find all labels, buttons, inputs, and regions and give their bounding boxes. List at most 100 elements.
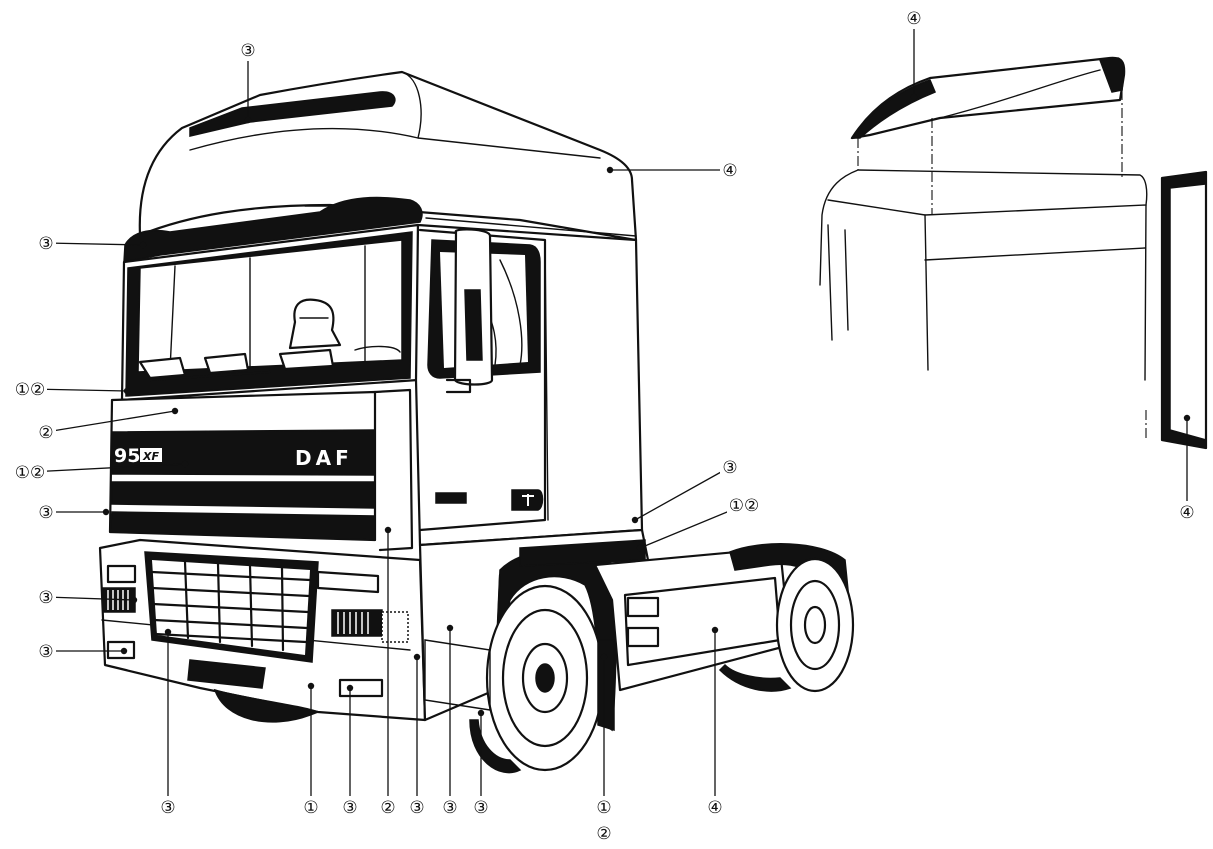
- roof-hatch: [189, 91, 396, 137]
- callout-label: ③: [38, 234, 53, 254]
- cab-roof-outline: [819, 169, 1148, 286]
- callout-16: ③: [471, 709, 491, 818]
- callout-label-bg: [13, 461, 47, 483]
- callout-10: ③: [158, 628, 178, 818]
- callout-dot: [102, 508, 110, 516]
- callout-label: ②: [380, 798, 395, 818]
- grille-band-2: [111, 481, 376, 509]
- truck-illustration: 95 XF DAF: [98, 70, 855, 774]
- callout-dot: [477, 709, 485, 717]
- callout-label-bg: [158, 796, 178, 818]
- callout-label: ③: [342, 798, 357, 818]
- callout-label: ①②: [15, 463, 45, 483]
- callout-dot: [1183, 414, 1191, 422]
- callout-dot: [307, 682, 315, 690]
- fog-lamp-right: [338, 678, 384, 698]
- callout-label: ①: [303, 798, 318, 818]
- callout-label-bg: [36, 501, 56, 523]
- callout-22: ④: [904, 7, 924, 101]
- lower-intake: [187, 659, 266, 689]
- callout-label: ④: [906, 9, 921, 29]
- callout-leader: [29, 463, 186, 473]
- callout-label-bg: [13, 378, 47, 400]
- callout-label: ①②: [729, 496, 759, 516]
- callout-label-bg: [36, 232, 56, 254]
- grille-band-3: [109, 511, 376, 541]
- callout-dot: [130, 596, 138, 604]
- callout-17: ①: [594, 653, 614, 818]
- callout-dot: [139, 241, 147, 249]
- callout-dot: [631, 516, 639, 524]
- callout-label: ③: [473, 798, 488, 818]
- callout-label-bg: [705, 796, 725, 818]
- callout-label: ③: [38, 503, 53, 523]
- brand-mark: DAF: [295, 446, 353, 470]
- callout-label-bg: [407, 796, 427, 818]
- spoiler-part: [850, 56, 1126, 140]
- rear-chassis: [593, 546, 792, 692]
- callout-dot: [711, 626, 719, 634]
- callout-18: ②: [594, 822, 614, 844]
- indicator-right: [331, 609, 409, 643]
- callout-label: ③: [38, 642, 53, 662]
- callout-label: ④: [1179, 503, 1194, 523]
- callout-1: ③: [238, 39, 258, 124]
- callout-label: ①: [596, 798, 611, 818]
- callout-label-bg: [36, 421, 56, 443]
- callout-label-bg: [301, 796, 321, 818]
- callout-label: ④: [722, 161, 737, 181]
- callout-label-bg: [238, 39, 258, 61]
- callout-15: ③: [440, 624, 460, 818]
- callout-label-bg: [340, 796, 360, 818]
- callout-label-bg: [378, 796, 398, 818]
- callout-label-bg: [36, 640, 56, 662]
- callout-label: ④: [707, 798, 722, 818]
- callout-label-bg: [904, 7, 924, 29]
- callout-leader: [634, 466, 731, 521]
- door-handle: [435, 492, 467, 504]
- callout-leader: [639, 504, 745, 549]
- callout-19: ④: [705, 626, 725, 818]
- callout-3: ③: [36, 232, 147, 254]
- callout-dot: [600, 653, 608, 661]
- driver-seat: [288, 298, 342, 350]
- callout-11: ①: [301, 682, 321, 818]
- callout-label: ③: [38, 588, 53, 608]
- callout-label: ③: [722, 458, 737, 478]
- callout-5: ②: [36, 407, 179, 443]
- callout-label-bg: [1177, 501, 1197, 523]
- callout-13: ②: [378, 526, 398, 818]
- callout-label: ②: [596, 824, 611, 844]
- callout-9: ③: [36, 640, 128, 662]
- callout-label-bg: [594, 822, 614, 844]
- callout-dot: [164, 628, 172, 636]
- callout-20: ③: [631, 456, 740, 524]
- callout-leader: [45, 410, 176, 433]
- callout-label-bg: [727, 494, 761, 516]
- callout-dot: [446, 624, 454, 632]
- callout-label-bg: [36, 586, 56, 608]
- callout-dot: [413, 653, 421, 661]
- callout-label-bg: [471, 796, 491, 818]
- callout-label: ②: [38, 423, 53, 443]
- mud-flap: [597, 639, 615, 732]
- callout-label: ③: [442, 798, 457, 818]
- callout-dot: [171, 407, 179, 415]
- callout-dot: [244, 116, 252, 124]
- callout-dot: [123, 387, 131, 395]
- callout-2: ④: [606, 159, 740, 181]
- front-wheel-right: [469, 584, 605, 774]
- radiator-grille: [144, 551, 319, 663]
- rear-wheels: [718, 557, 855, 693]
- callout-dot: [636, 544, 644, 552]
- cab-rear-corner: [519, 539, 646, 567]
- sun-visor: [123, 196, 423, 263]
- tank-step-2: [626, 626, 660, 648]
- callout-12: ③: [340, 684, 360, 818]
- callout-label: ③: [240, 41, 255, 61]
- callout-4: ①②: [13, 378, 131, 400]
- front-wheel-left: [213, 688, 321, 723]
- callout-label-bg: [720, 456, 740, 478]
- callout-dot: [606, 166, 614, 174]
